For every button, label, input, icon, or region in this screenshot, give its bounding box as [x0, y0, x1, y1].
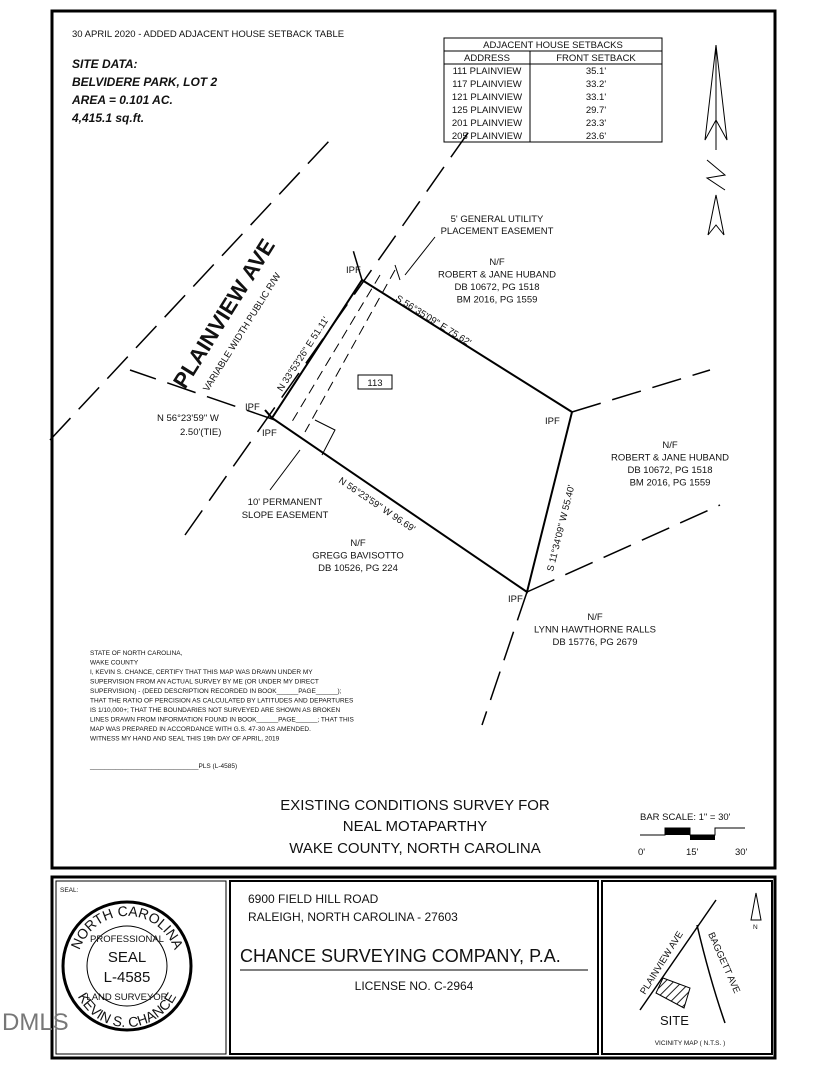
utility-easement-2: PLACEMENT EASEMENT — [441, 226, 554, 237]
svg-text:IPF: IPF — [346, 265, 361, 276]
certificate-line: I, KEVIN S. CHANCE, CERTIFY THAT THIS MA… — [90, 669, 313, 676]
certificate-line: IS 1/10,000+; THAT THE BOUNDARIES NOT SU… — [90, 707, 340, 714]
watermark: DMLS — [2, 1009, 69, 1036]
svg-text:CHANCE SURVEYING COMPANY, P.A.: CHANCE SURVEYING COMPANY, P.A. — [240, 946, 561, 966]
table-cell-address: 125 PLAINVIEW — [452, 105, 522, 116]
signature-line: ______________________________PLS (L-458… — [89, 763, 237, 770]
certificate-line: LINES DRAWN FROM INFORMATION FOUND IN BO… — [90, 717, 354, 724]
table-cell-address: 117 PLAINVIEW — [452, 79, 522, 90]
neighbor-owner: ROBERT & JANE HUBAND — [611, 453, 729, 464]
svg-text:VICINITY MAP ( N.T.S. ): VICINITY MAP ( N.T.S. ) — [655, 1040, 726, 1047]
neighbor-owner: GREGG BAVISOTTO — [312, 551, 404, 562]
utility-easement: 5' GENERAL UTILITY — [451, 214, 544, 225]
ipf-labels: IPF IPF IPF IPF IPF — [245, 265, 560, 605]
svg-text:SEAL: SEAL — [108, 949, 146, 966]
neighbor-owner: N/F — [662, 440, 678, 451]
certificate-line: SUPERVISION) - (DEED DESCRIPTION RECORDE… — [90, 688, 342, 695]
svg-text:IPF: IPF — [262, 428, 277, 439]
svg-text:30': 30' — [735, 847, 748, 858]
svg-text:IPF: IPF — [245, 402, 260, 413]
table-cell-address: 121 PLAINVIEW — [452, 92, 522, 103]
svg-text:N: N — [753, 924, 758, 931]
svg-text:IPF: IPF — [508, 594, 523, 605]
svg-text:IPF: IPF — [545, 416, 560, 427]
neighbor-owner: DB 10672, PG 1518 — [454, 282, 539, 293]
certificate-line: STATE OF NORTH CAROLINA, — [90, 650, 183, 657]
neighbor-owner: N/F — [489, 257, 505, 268]
bearing-tie-2: 2.50'(TIE) — [180, 427, 221, 438]
svg-text:SITE DATA:: SITE DATA: — [72, 57, 138, 71]
road-lines — [49, 129, 721, 726]
setback-table: ADJACENT HOUSE SETBACKS ADDRESS FRONT SE… — [443, 37, 663, 143]
table-cell-setback: 23.6' — [586, 131, 606, 142]
neighbor-owner: BM 2016, PG 1559 — [630, 478, 711, 489]
neighbor-owner: N/F — [350, 538, 366, 549]
neighbor-owner: DB 10672, PG 1518 — [627, 465, 712, 476]
bearing-tie: N 56°23'59" W — [157, 413, 219, 424]
table-cell-address: 111 PLAINVIEW — [453, 66, 522, 77]
neighbor-owner: DB 10526, PG 224 — [318, 563, 398, 574]
neighbor-owner: LYNN HAWTHORNE RALLS — [534, 625, 656, 636]
certificate: STATE OF NORTH CAROLINA, WAKE COUNTY I, KE… — [90, 650, 354, 743]
bearing-front: N 33°53'26" E 51.11' — [275, 315, 332, 394]
company-block: 6900 FIELD HILL ROAD RALEIGH, NORTH CAROL… — [240, 892, 588, 993]
svg-text:6900 FIELD HILL ROAD: 6900 FIELD HILL ROAD — [248, 892, 379, 906]
svg-text:SEAL:: SEAL: — [60, 887, 79, 894]
easement-lines — [269, 236, 436, 491]
certificate-line: SUPERVISION FROM AN ACTUAL SURVEY BY ME … — [90, 679, 319, 686]
svg-text:PROFESSIONAL: PROFESSIONAL — [90, 934, 164, 945]
neighbor-owner: ROBERT & JANE HUBAND — [438, 270, 556, 281]
bearing-sw: N 56°23'59" W 96.69' — [336, 475, 417, 535]
certificate-line: WAKE COUNTY — [90, 660, 139, 667]
svg-text:BAR SCALE: 1" = 30': BAR SCALE: 1" = 30' — [640, 812, 731, 823]
svg-text:0': 0' — [638, 847, 645, 858]
certificate-line: WITNESS MY HAND AND SEAL THIS 19th DAY O… — [90, 736, 280, 743]
lot-boundary — [264, 278, 574, 594]
svg-text:AREA = 0.101 AC.: AREA = 0.101 AC. — [71, 93, 173, 107]
vicinity-map: PLAINVIEW AVE BAGGETT AVE SITE VICINITY … — [638, 892, 762, 1047]
certificate-line: MAP WAS PREPARED IN ACCORDANCE WITH G.S.… — [90, 726, 311, 733]
table-cell-setback: 33.1' — [586, 92, 606, 103]
table-cell-setback: 29.7' — [586, 105, 606, 116]
slope-easement-2: SLOPE EASEMENT — [242, 510, 329, 521]
svg-text:LAND SURVEYOR: LAND SURVEYOR — [86, 992, 167, 1003]
svg-text:ADJACENT HOUSE SETBACKS: ADJACENT HOUSE SETBACKS — [483, 40, 623, 51]
slope-easement: 10' PERMANENT — [248, 497, 323, 508]
svg-text:NEAL MOTAPARTHY: NEAL MOTAPARTHY — [343, 818, 487, 835]
svg-text:RALEIGH, NORTH CAROLINA - 27: RALEIGH, NORTH CAROLINA - 27603 — [248, 910, 458, 924]
svg-text:LICENSE NO. C-2964: LICENSE NO. C-2964 — [355, 979, 474, 993]
table-cell-setback: 35.1' — [586, 66, 606, 77]
neighbor-owner: N/F — [587, 612, 603, 623]
neighbor-owner: BM 2016, PG 1559 — [457, 295, 538, 306]
title-block: EXISTING CONDITIONS SURVEY FOR NEAL MOTAP… — [280, 797, 550, 857]
table-cell-address: 201 PLAINVIEW — [452, 118, 522, 129]
neighbor-owner: DB 15776, PG 2679 — [552, 637, 637, 648]
house-number: 113 — [367, 378, 382, 389]
revision-note: 30 APRIL 2020 - ADDED ADJACENT HOUSE SET… — [72, 29, 344, 40]
site-data: SITE DATA: BELVIDERE PARK, LOT 2 AREA = 0… — [71, 57, 217, 125]
svg-text:WAKE COUNTY, NORTH CAROLINA: WAKE COUNTY, NORTH CAROLINA — [289, 840, 540, 857]
svg-text:L-4585: L-4585 — [104, 969, 151, 986]
svg-text:SITE: SITE — [660, 1013, 689, 1028]
table-cell-address: 205 PLAINVIEW — [452, 131, 522, 142]
table-cell-setback: 33.2' — [586, 79, 606, 90]
svg-text:BAGGETT AVE: BAGGETT AVE — [705, 931, 742, 995]
svg-text:15': 15' — [686, 847, 699, 858]
svg-text:BELVIDERE PARK, LOT 2: BELVIDERE PARK, LOT 2 — [72, 75, 217, 89]
certificate-line: THAT THE RATIO OF PERCISION AS CALCULATE… — [90, 698, 354, 705]
surveyor-seal: SEAL: NORTH CAROLINA KEVIN S. CHANCE PRO… — [60, 887, 193, 1032]
bar-scale: BAR SCALE: 1" = 30' 0' 15' 30' — [638, 812, 748, 858]
north-arrow-icon — [704, 44, 728, 236]
svg-text:EXISTING CONDITIONS SURVEY FOR: EXISTING CONDITIONS SURVEY FOR — [280, 797, 550, 814]
svg-text:FRONT SETBACK: FRONT SETBACK — [556, 53, 636, 64]
svg-text:ADDRESS: ADDRESS — [464, 53, 510, 64]
main-frame — [50, 9, 777, 870]
svg-text:4,415.1 sq.ft.: 4,415.1 sq.ft. — [71, 111, 144, 125]
table-cell-setback: 23.3' — [586, 118, 606, 129]
